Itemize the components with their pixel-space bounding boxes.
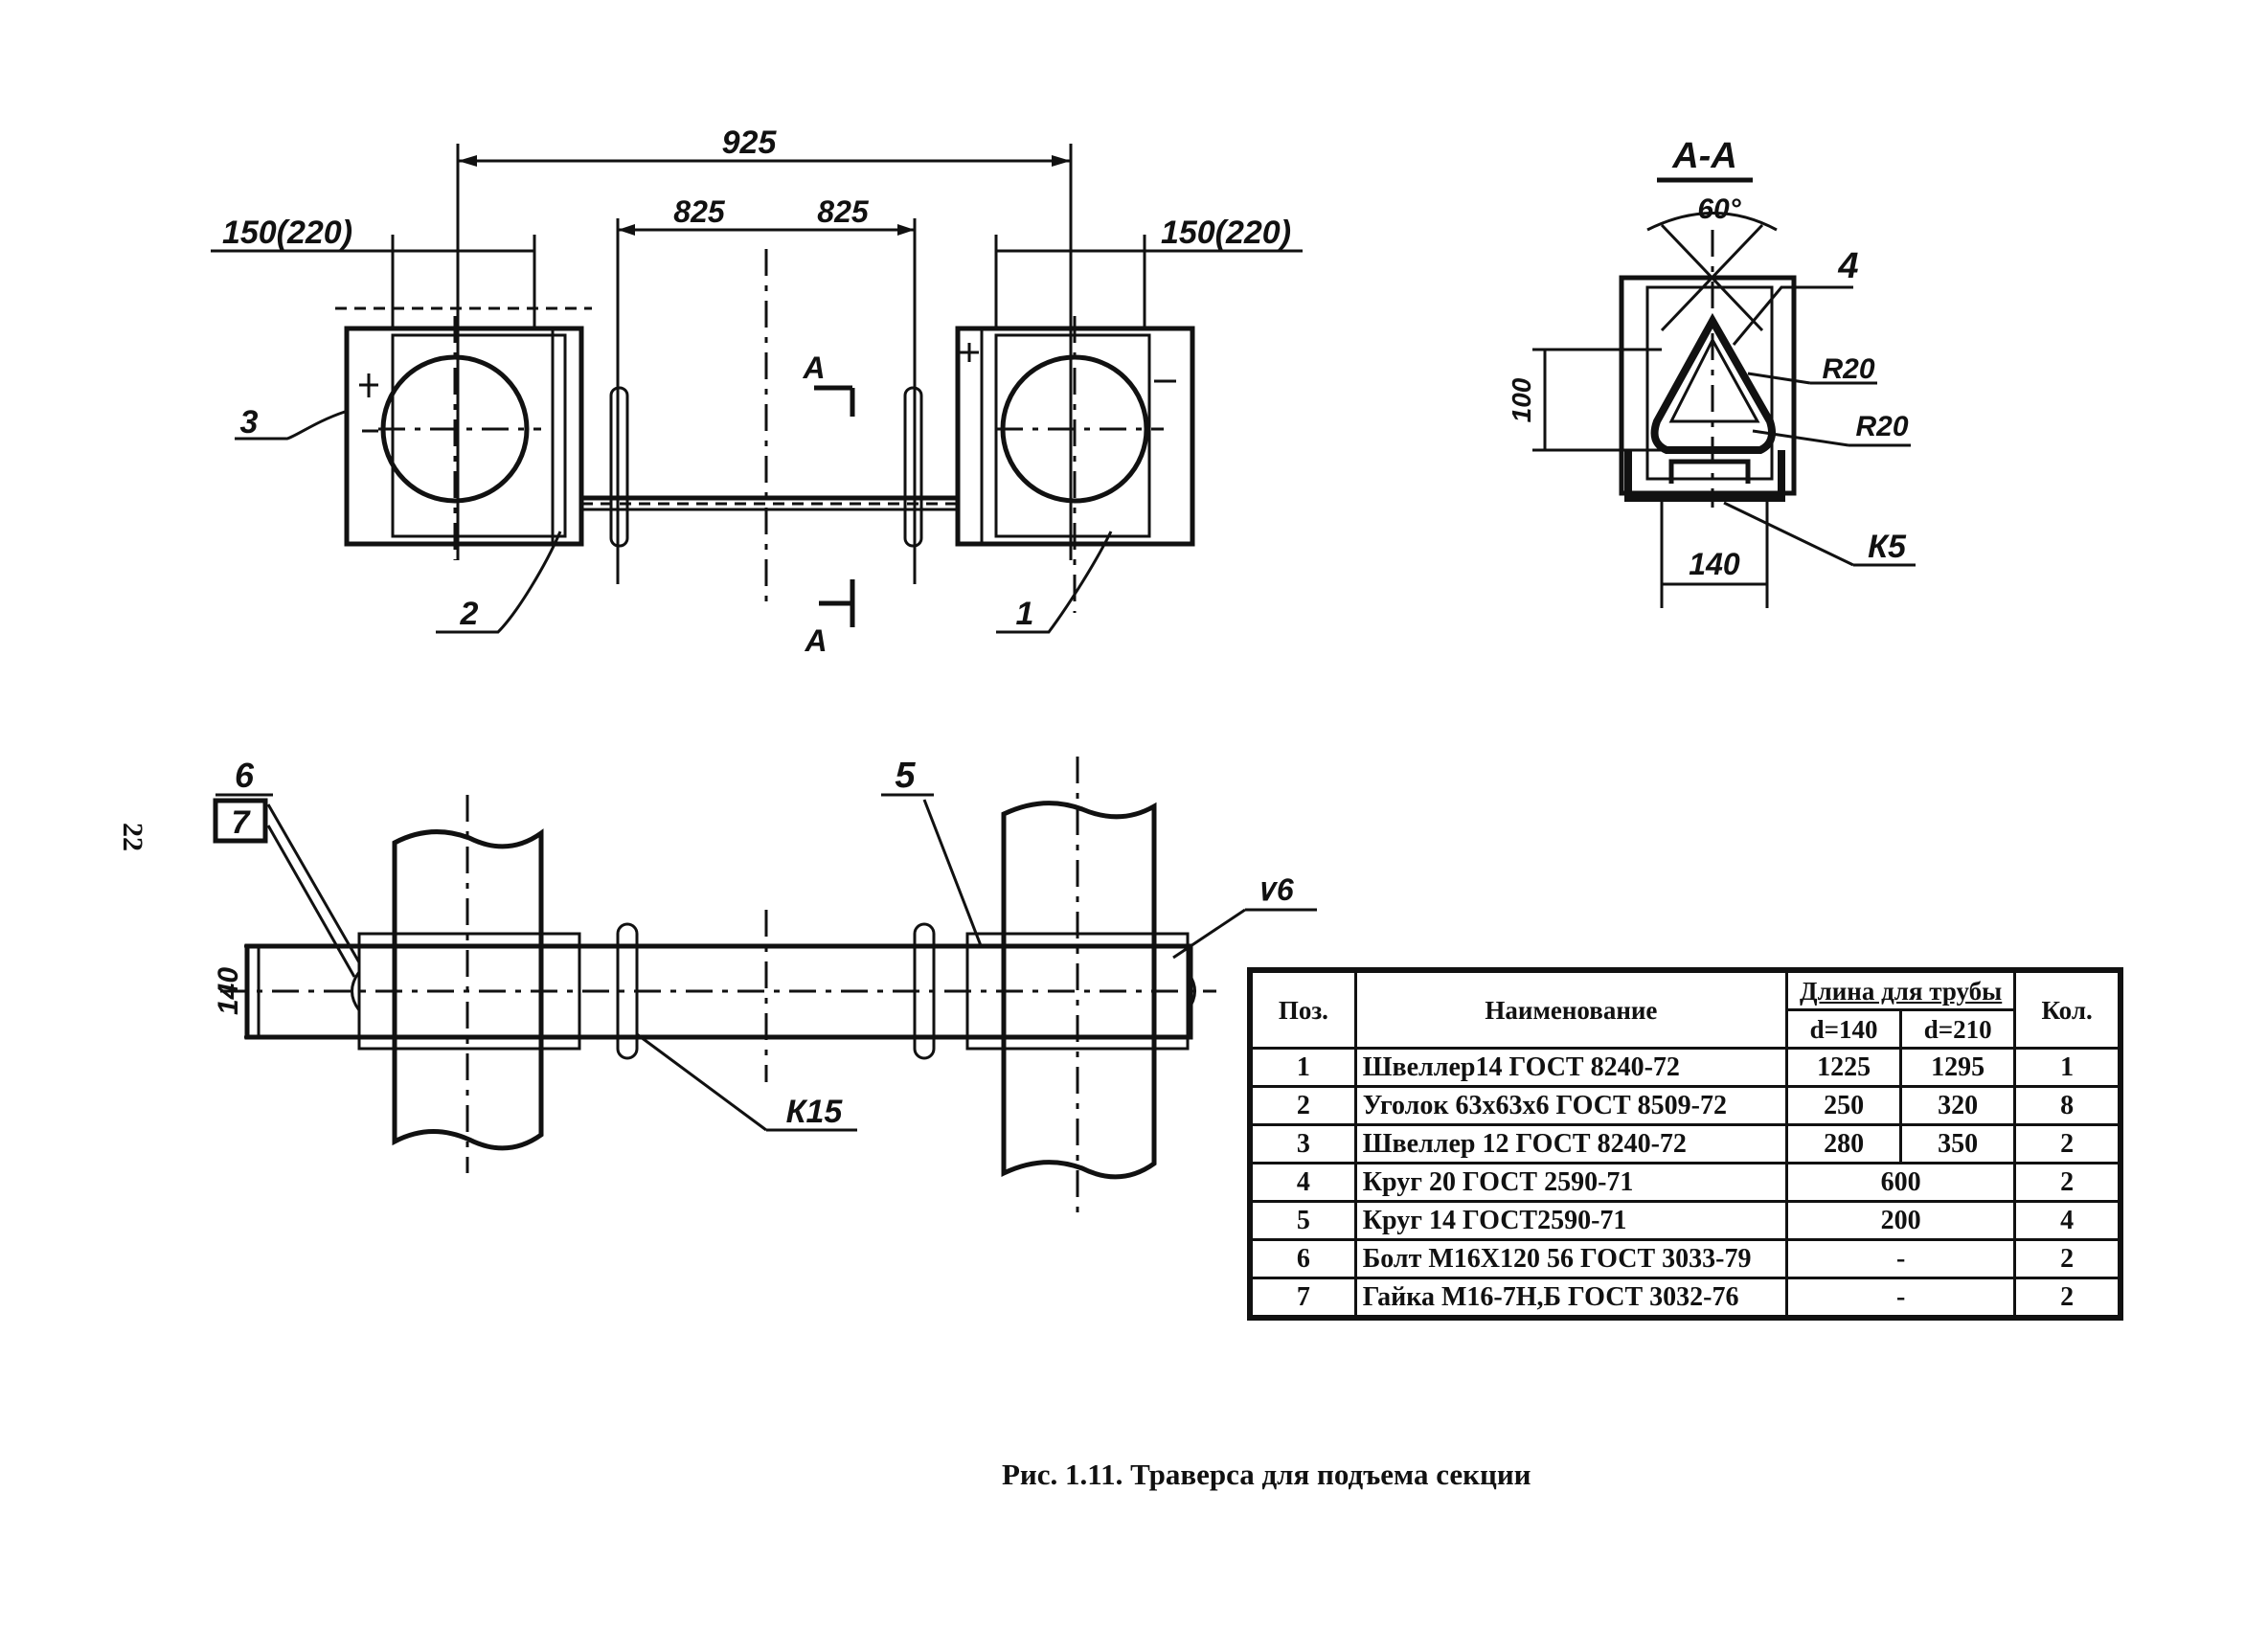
weld-k15: К15: [786, 1094, 844, 1130]
row-qty: 4: [2013, 1200, 2122, 1241]
row-pos: 1: [1248, 1047, 1357, 1088]
row-qty: 2: [2013, 1238, 2122, 1279]
row-length: 600: [1785, 1162, 2017, 1203]
bottom-view: 6 7 140 5 ∨6: [213, 756, 1317, 1221]
row-pos: 4: [1248, 1162, 1357, 1203]
section-mark-top: А: [802, 350, 825, 385]
row-d140: 280: [1785, 1123, 1903, 1164]
row-length: 200: [1785, 1200, 2017, 1241]
row-name: Уголок 63х63х6 ГОСТ 8509-72: [1353, 1085, 1789, 1126]
row-pos: 7: [1248, 1277, 1357, 1320]
page-number: 22: [117, 823, 148, 851]
table-row: 6 Болт М16Х120 56 ГОСТ 3033-79 - 2: [1248, 1238, 2122, 1279]
row-pos: 3: [1248, 1123, 1357, 1164]
table-row: 1 Швеллер14 ГОСТ 8240-72 1225 1295 1: [1248, 1047, 2122, 1088]
row-length: -: [1785, 1238, 2017, 1279]
row-name: Круг 20 ГОСТ 2590-71: [1353, 1162, 1789, 1203]
callout-4: 4: [1837, 246, 1858, 286]
header-pos: Поз.: [1248, 968, 1357, 1050]
row-pos: 5: [1248, 1200, 1357, 1241]
figure-caption: Рис. 1.11. Траверса для подъема секции: [1002, 1458, 1531, 1491]
row-qty: 2: [2013, 1277, 2122, 1320]
table-row: 3 Швеллер 12 ГОСТ 8240-72 280 350 2: [1248, 1123, 2122, 1164]
header-d210: d=210: [1899, 1008, 2017, 1050]
callout-5: 5: [895, 756, 916, 796]
callout-3: 3: [240, 404, 259, 441]
row-d140: 1225: [1785, 1047, 1903, 1088]
row-qty: 2: [2013, 1123, 2122, 1164]
weld-k5: К5: [1868, 529, 1907, 565]
header-d140: d=140: [1785, 1008, 1903, 1050]
header-name: Наименование: [1353, 968, 1789, 1050]
row-qty: 1: [2013, 1047, 2122, 1088]
dim-140-bottom: 140: [213, 967, 244, 1015]
row-d210: 320: [1899, 1085, 2017, 1126]
table-row: 2 Уголок 63х63х6 ГОСТ 8509-72 250 320 8: [1248, 1085, 2122, 1126]
table-header-row: Поз. Наименование Длина для трубы Кол.: [1248, 968, 2122, 1050]
row-name: Круг 14 ГОСТ2590-71: [1353, 1200, 1789, 1241]
section-title: А-А: [1671, 136, 1737, 176]
row-d210: 1295: [1899, 1047, 2017, 1088]
table-row: 7 Гайка М16-7Н,Б ГОСТ 3032-76 - 2: [1248, 1277, 2122, 1320]
dim-925: 925: [722, 124, 778, 161]
specification-table: Поз. Наименование Длина для трубы Кол. d…: [1247, 967, 2123, 1321]
row-name: Гайка М16-7Н,Б ГОСТ 3032-76: [1353, 1277, 1789, 1320]
callout-7: 7: [232, 804, 252, 841]
dim-825-left: 825: [673, 194, 726, 229]
row-d210: 350: [1899, 1123, 2017, 1164]
table-row: 4 Круг 20 ГОСТ 2590-71 600 2: [1248, 1162, 2122, 1203]
header-qty: Кол.: [2013, 968, 2122, 1050]
section-view: А-А 60° 100 140 4 R20 R20: [1507, 136, 1916, 608]
row-qty: 8: [2013, 1085, 2122, 1126]
table-subheader-row: d=140 d=210: [1250, 1008, 2121, 1050]
row-qty: 2: [2013, 1162, 2122, 1203]
table-row: 5 Круг 14 ГОСТ2590-71 200 4: [1248, 1200, 2122, 1241]
callout-6: 6: [235, 756, 255, 795]
callout-1: 1: [1016, 596, 1034, 632]
row-name: Швеллер14 ГОСТ 8240-72: [1353, 1047, 1789, 1088]
dim-100: 100: [1507, 377, 1536, 422]
row-name: Швеллер 12 ГОСТ 8240-72: [1353, 1123, 1789, 1164]
dim-140-section: 140: [1689, 547, 1740, 581]
dim-825-right: 825: [817, 194, 870, 229]
header-length: Длина для трубы: [1785, 968, 2017, 1011]
section-mark-bottom: А: [804, 623, 827, 658]
angle-60: 60°: [1697, 193, 1741, 225]
radius-r20-top: R20: [1822, 353, 1874, 385]
callout-2: 2: [460, 596, 479, 632]
row-name: Болт М16Х120 56 ГОСТ 3033-79: [1353, 1238, 1789, 1279]
row-pos: 2: [1248, 1085, 1357, 1126]
row-length: -: [1785, 1277, 2017, 1320]
row-pos: 6: [1248, 1238, 1357, 1279]
dim-right-end: 150(220): [1161, 215, 1291, 251]
radius-r20-bottom: R20: [1855, 411, 1908, 442]
row-d140: 250: [1785, 1085, 1903, 1126]
dim-left-end: 150(220): [222, 215, 352, 251]
weld-v6: ∨6: [1254, 872, 1293, 907]
top-view: 925 825 825 150(220) 150(220): [211, 124, 1303, 658]
